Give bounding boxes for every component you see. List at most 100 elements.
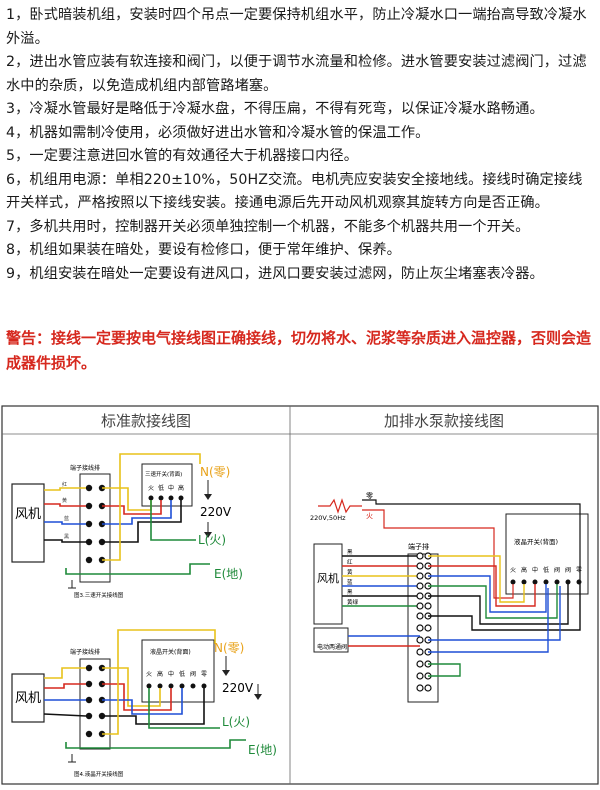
fig1-wire-label: 红 bbox=[62, 481, 67, 488]
pump-switch-dot bbox=[554, 579, 560, 585]
fig1-switch-dot bbox=[148, 495, 154, 501]
fig2-switch-wire bbox=[102, 683, 172, 711]
fig2-switch-wire bbox=[102, 667, 161, 707]
pump-terminal-dot bbox=[416, 582, 424, 590]
pump-terminal-dot bbox=[416, 672, 424, 680]
pump-switch-dot bbox=[576, 579, 582, 585]
fig2-switch-terminal: 低 bbox=[179, 670, 185, 678]
pump-valve-label: 电动两通阀 bbox=[317, 643, 347, 651]
fig2-switch-dot bbox=[201, 683, 207, 689]
fig2-n-wire bbox=[102, 629, 216, 735]
fig1-switch-dot bbox=[178, 495, 184, 501]
pump-switch-wire bbox=[428, 555, 525, 603]
instruction-1: 1，卧式暗装机组，安装时四个吊点一定要保持机组水平，防止冷凝水口一端抬高导致冷凝… bbox=[6, 7, 587, 47]
fig1-switch-wire bbox=[102, 500, 182, 543]
instruction-2: 2，进出水管应装有软连接和阀门，以便于调节水流量和检修。进水管要安装过滤阀门，过… bbox=[6, 54, 587, 94]
pump-fan-box bbox=[313, 543, 343, 625]
fig1-n-wire bbox=[102, 453, 201, 561]
fig2-terminal-dot bbox=[85, 680, 93, 688]
fig1-terminal-dot bbox=[85, 502, 93, 510]
fig1-wire-label: 蓝 bbox=[64, 515, 69, 522]
pump-switch-terminal: 低 bbox=[543, 566, 549, 574]
fig1-l-wire bbox=[150, 500, 196, 541]
fig1-switch-dot bbox=[158, 495, 164, 501]
fig1-wire-red bbox=[44, 487, 86, 491]
fig1-terminal-block bbox=[79, 473, 111, 583]
fig2-switch-terminal: 火 bbox=[146, 671, 152, 678]
pump-switch-dot bbox=[510, 579, 516, 585]
fig2-terminal-block bbox=[79, 658, 111, 750]
pump-valve-box bbox=[313, 627, 349, 653]
diagrams-frame bbox=[1, 405, 599, 785]
pump-switch-terminal: 阀 bbox=[565, 566, 571, 574]
fig2-terminal-dot bbox=[85, 664, 93, 672]
fig2-switch-dot bbox=[190, 683, 196, 689]
pump-switch-dot bbox=[565, 579, 571, 585]
fig1-terminal-dot bbox=[85, 538, 93, 546]
fig2-terminal-dot bbox=[85, 730, 93, 738]
fig1-switch-terminal: 低 bbox=[158, 484, 164, 492]
pump-switch-dot bbox=[543, 579, 549, 585]
instruction-5: 5，一定要注意进回水管的有效通径大于机器接口内径。 bbox=[6, 148, 359, 164]
fig2-e-label: E(地) bbox=[248, 743, 277, 757]
fig1-switch-dot bbox=[168, 495, 174, 501]
pump-terminal-dot bbox=[416, 636, 424, 644]
pump-switch-label: 液晶开关(背面) bbox=[514, 537, 558, 546]
pump-switch-wire bbox=[428, 584, 558, 619]
pump-switch-terminal: 中 bbox=[532, 566, 538, 574]
pump-switch-wire bbox=[428, 565, 536, 607]
pump-switch-dot bbox=[521, 579, 527, 585]
fig2-down-arrowhead bbox=[254, 694, 262, 700]
fig2-voltage: 220V bbox=[222, 681, 254, 695]
installation-instructions: 1，卧式暗装机组，安装时四个吊点一定要保持机组水平，防止冷凝水口一端抬高导致冷凝… bbox=[6, 4, 596, 286]
pump-terminal-dot bbox=[424, 684, 432, 692]
pump-switch-dot bbox=[532, 579, 538, 585]
fig2-switch-box bbox=[141, 639, 215, 703]
instruction-3: 3，冷凝水管最好是略低于冷凝水盘，不得压扁，不得有死弯，以保证冷凝水路畅通。 bbox=[6, 101, 544, 117]
fig1-wire-blue bbox=[44, 521, 86, 525]
fig2-terminal-dot bbox=[85, 712, 93, 720]
pump-fan-label: 风机 bbox=[317, 571, 339, 585]
pump-neutral-wire bbox=[362, 499, 581, 580]
fig2-fan-wire bbox=[44, 667, 86, 679]
pump-fan-wire-label: 黑 bbox=[347, 549, 353, 556]
pump-live-wire bbox=[362, 509, 514, 599]
fig2-n-arrowhead bbox=[222, 670, 230, 676]
right-panel-title: 加排水泵款接线图 bbox=[384, 412, 504, 430]
pump-fan-wire-label: 黑 bbox=[347, 589, 353, 596]
pump-switch-terminal: 零 bbox=[576, 567, 582, 574]
wiring-warning: 警告：接线一定要按电气接线图正确接线，切勿将水、泥浆等杂质进入温控器，否则会造成… bbox=[6, 329, 592, 372]
fig2-caption: 图4.液晶开关接线图 bbox=[74, 770, 124, 778]
fig1-terminal-label: 端子接线排 bbox=[70, 464, 100, 472]
fig1-switch-wire bbox=[102, 500, 172, 525]
pump-switch-wire bbox=[428, 584, 581, 631]
fig2-terminal-label: 端子接线排 bbox=[70, 648, 100, 656]
fig1-wire-label: 黄 bbox=[62, 497, 67, 504]
pump-fan-wire-label: 蓝 bbox=[347, 578, 353, 586]
pump-switch-wire bbox=[428, 584, 569, 625]
fig2-switch-dot bbox=[157, 683, 163, 689]
fig2-switch-dot bbox=[179, 683, 185, 689]
pump-switch-wire bbox=[428, 575, 547, 613]
instruction-6: 6，机组用电源：单相220±10%，50HZ交流。电机壳应安装安全接地线。接线时… bbox=[6, 171, 583, 212]
fig2-switch-wire bbox=[102, 688, 183, 715]
fig2-terminal-dot bbox=[85, 696, 93, 704]
pump-terminal-dot bbox=[416, 612, 424, 620]
pump-terminal-dot bbox=[424, 602, 432, 610]
fig1-wire-black bbox=[44, 539, 86, 543]
pump-wiring-diagram: 220V,50Hz 零 火 端子排 风机 黑 红 黄 蓝 黑 黄绿 bbox=[310, 492, 589, 703]
fig1-fan-label: 风机 bbox=[15, 507, 41, 522]
fig2-l-label: L(火) bbox=[222, 715, 250, 729]
pump-live-label: 火 bbox=[366, 512, 373, 520]
fig2-fan-wire bbox=[44, 683, 86, 689]
pump-terminal-dot bbox=[416, 624, 424, 632]
pump-jumper-wire bbox=[428, 663, 461, 677]
fig1-n-arrowhead bbox=[204, 494, 212, 500]
fig2-fan-wire bbox=[43, 713, 87, 717]
fig2-switch-dot bbox=[146, 683, 152, 689]
pump-fan-wire-label: 红 bbox=[347, 558, 353, 566]
fig2-switch-wire bbox=[102, 688, 205, 725]
fig2-fan-box bbox=[11, 673, 45, 723]
pump-resistor-symbol bbox=[318, 498, 362, 514]
fig1-n-label: N(零) bbox=[200, 465, 230, 479]
